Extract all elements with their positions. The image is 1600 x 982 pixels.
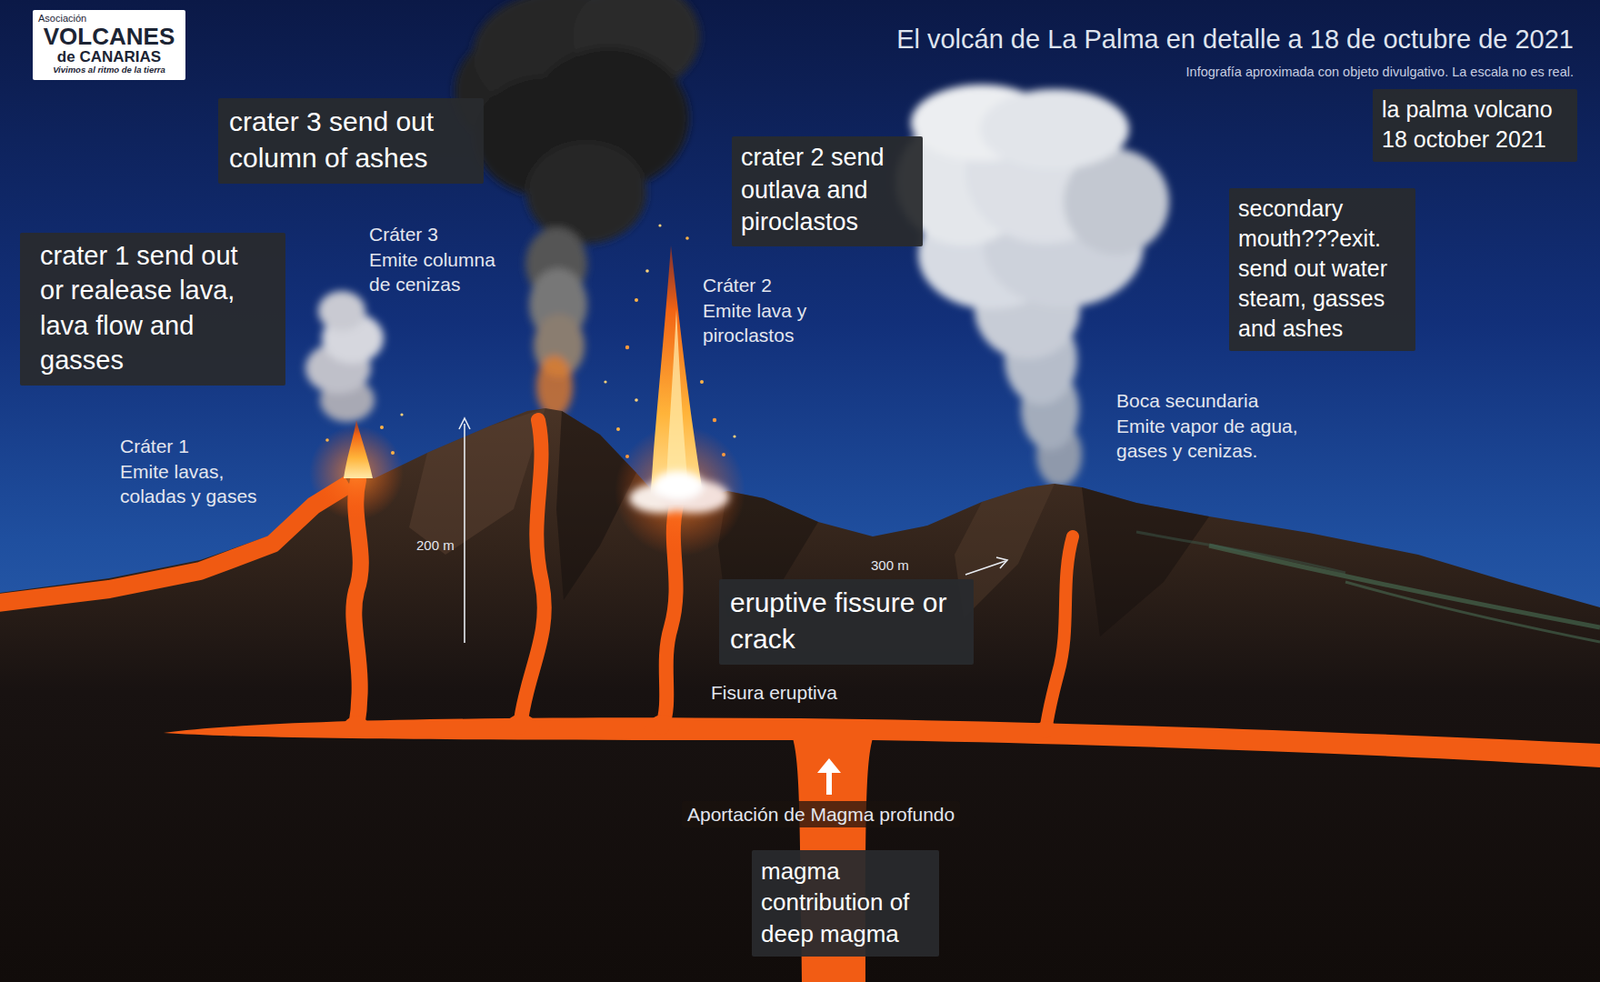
- flow-arrowhead: [817, 758, 841, 773]
- title: El volcán de La Palma en detalle a 18 de…: [896, 24, 1574, 55]
- pyroclast-cloud: [629, 470, 730, 513]
- note-box: crater 3 send out column of ashes: [218, 98, 484, 184]
- box-text: crater 3 send out column of ashes: [229, 103, 473, 176]
- gas-puff: [318, 290, 366, 331]
- spark: [616, 427, 620, 431]
- hillside-streak: [1345, 581, 1600, 642]
- spark: [603, 380, 607, 383]
- box-text: secondary mouth???exit. send out water s…: [1238, 193, 1407, 344]
- magma-feeder: [520, 420, 545, 728]
- feeder-flare: [338, 715, 375, 731]
- box-text: crater 1 send out or realease lava, lava…: [40, 238, 266, 378]
- crater-label: Cráter 2: [702, 272, 772, 298]
- logo-box: AsociaciónVOLCANESde CANARIASVivimos al …: [32, 10, 186, 80]
- spark: [625, 345, 630, 350]
- vent-label: Boca secundaria: [1116, 388, 1259, 413]
- arrowhead: [996, 557, 1008, 569]
- lava-fire: [343, 420, 373, 479]
- box-text: de CANARIAS: [38, 49, 180, 66]
- note-box: crater 2 send outlava and piroclastos: [731, 136, 923, 247]
- spark: [712, 418, 717, 422]
- box-text: la palma volcano 18 october 2021: [1381, 94, 1569, 155]
- feeder-flare: [500, 713, 542, 730]
- crater-label: Cráter 1: [120, 433, 190, 459]
- box-text: eruptive fissure or crack: [730, 584, 963, 657]
- note-box: la palma volcano 18 october 2021: [1372, 89, 1578, 162]
- magma-layer: [163, 717, 1600, 768]
- box-text: Vivimos al ritmo de la tierra: [38, 65, 180, 75]
- spark: [685, 236, 690, 240]
- spark: [634, 298, 639, 302]
- ash-puff: [526, 141, 647, 244]
- slope-shadow: [1081, 487, 1210, 637]
- crater-label: Cráter 3: [369, 221, 439, 247]
- note-box: crater 1 send out or realease lava, lava…: [20, 232, 286, 386]
- dimension-label: 200 m: [416, 536, 455, 555]
- spark: [732, 434, 736, 438]
- crater-description: Emite columna de cenizas: [369, 247, 506, 298]
- caption: Infografía aproximada con objeto divulga…: [1186, 64, 1574, 80]
- box-text: Asociación: [38, 13, 180, 25]
- spark: [658, 223, 661, 227]
- spark: [390, 450, 395, 455]
- hillside-streak: [1136, 531, 1346, 573]
- box-text: crater 2 send outlava and piroclastos: [740, 141, 914, 240]
- gas-plume: [305, 290, 384, 422]
- ash-glow: [536, 355, 573, 418]
- crater-description: Emite lava y piroclastos: [702, 298, 830, 349]
- magma-feeder: [1045, 536, 1073, 732]
- crater-description: Emite lavas, coladas y gases: [120, 459, 266, 510]
- spark: [645, 269, 650, 273]
- spark: [634, 398, 639, 402]
- dimension-label: 300 m: [870, 556, 910, 575]
- magma-system: [163, 420, 1600, 982]
- hillside-streak: [1209, 545, 1600, 628]
- arrowhead: [459, 418, 470, 430]
- dimension-line: [965, 560, 1006, 575]
- fissure-label: Fisura eruptiva: [710, 680, 838, 705]
- dimension-line: [463, 423, 466, 643]
- note-box: magma contribution of deep magma: [751, 850, 940, 957]
- magma-label: Aportación de Magma profundo: [681, 800, 960, 828]
- feeder-flare: [643, 714, 682, 730]
- spark: [400, 412, 403, 416]
- note-box: secondary mouth???exit. send out water s…: [1229, 188, 1416, 351]
- note-box: eruptive fissure or crack: [719, 579, 974, 665]
- feeder-flare: [1027, 720, 1066, 735]
- slope-highlight: [409, 408, 546, 555]
- steam-puff: [980, 89, 1130, 170]
- flow-arrow: [826, 769, 832, 795]
- spark: [721, 452, 726, 457]
- lava-fountain: [650, 245, 705, 505]
- spark: [700, 380, 704, 384]
- volcano-body: [0, 408, 1600, 982]
- box-text: magma contribution of deep magma: [760, 855, 930, 950]
- vent-description: Emite vapor de agua, gases y cenizas.: [1116, 413, 1312, 464]
- cloud-puff: [652, 470, 704, 500]
- box-text: VOLCANES: [38, 24, 180, 50]
- spark: [380, 425, 384, 430]
- spark: [325, 438, 330, 442]
- spark: [625, 454, 630, 459]
